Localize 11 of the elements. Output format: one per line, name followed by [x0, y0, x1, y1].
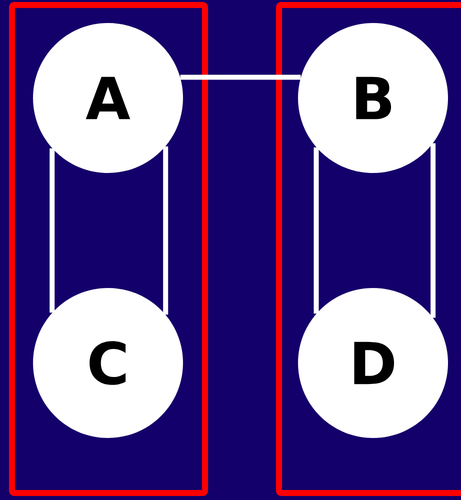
circle-node: D: [298, 288, 448, 438]
group-frame: [9, 2, 208, 496]
circle-node: B: [298, 23, 448, 173]
circle-node: C: [33, 288, 183, 438]
group-frame: [276, 2, 461, 496]
connector-line: [50, 148, 55, 313]
connector-line: [180, 74, 301, 80]
connector-line: [163, 146, 168, 315]
connector-line: [430, 143, 436, 318]
connector-line: [314, 147, 319, 314]
circle-node: A: [33, 23, 183, 173]
